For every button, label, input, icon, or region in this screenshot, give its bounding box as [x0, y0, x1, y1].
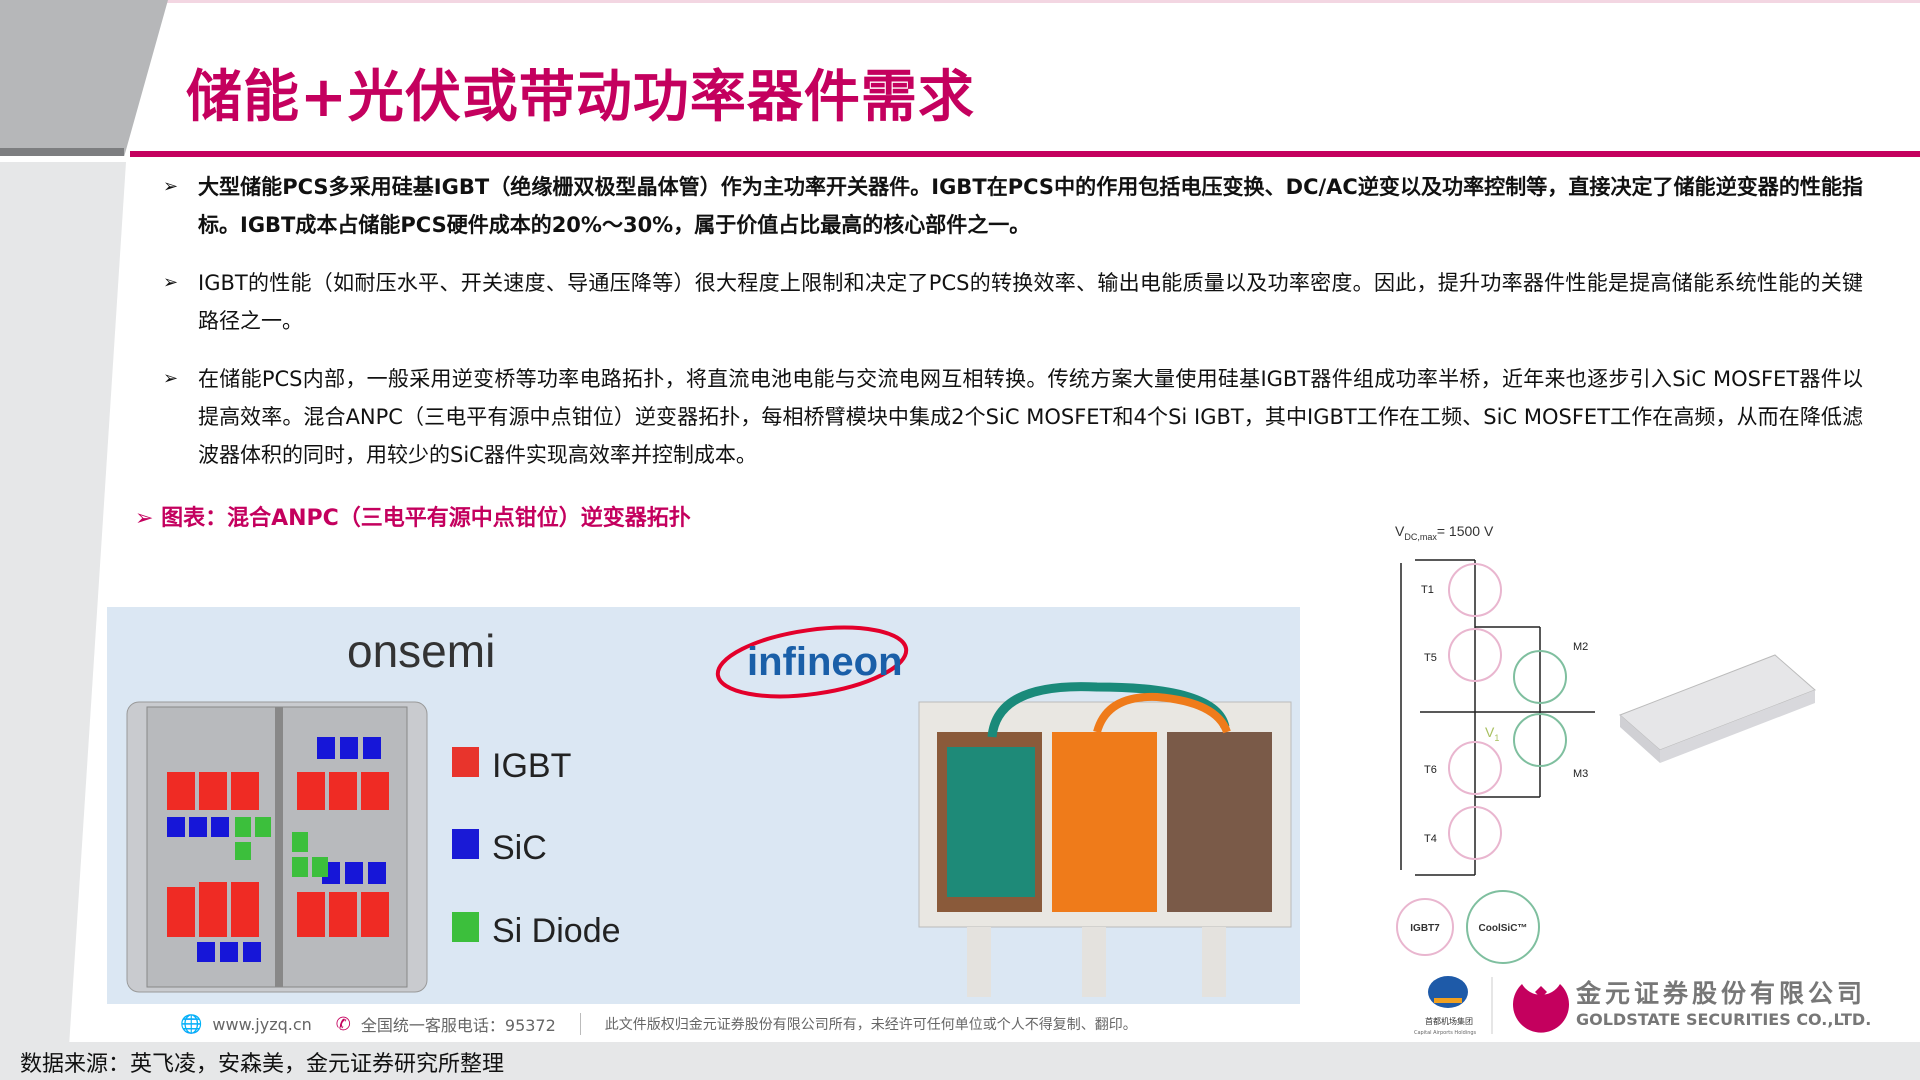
- corner-decoration-shadow: [0, 148, 124, 156]
- switch-t6: [1448, 741, 1502, 795]
- phone-icon: ✆: [335, 1013, 351, 1035]
- svg-text:IGBT: IGBT: [492, 747, 571, 785]
- figure-caption: ➢ 图表：混合ANPC（三电平有源中点钳位）逆变器拓扑: [135, 506, 691, 531]
- logo-icons: 首都机场集团 Capital Airports Holdings: [1414, 976, 1569, 1036]
- vdc-label: VDC,max= 1500 V: [1395, 523, 1494, 542]
- infineon-module-image: [918, 682, 1292, 997]
- company-name-cn: 金元证券股份有限公司: [1576, 979, 1867, 1008]
- v1-label: V1: [1485, 724, 1499, 743]
- svg-text:Si Diode: Si Diode: [492, 912, 621, 950]
- onsemi-logo: onsemi: [347, 625, 495, 677]
- bullet-text: 在储能PCS内部，一般采用逆变桥等功率电路拓扑，将直流电池电能与交流电网互相转换…: [198, 367, 1863, 467]
- switch-m2: [1513, 650, 1567, 704]
- switch-t5: [1448, 628, 1502, 682]
- legend-igbt7: IGBT7: [1410, 923, 1440, 934]
- svg-text:SiC: SiC: [492, 829, 547, 867]
- module-illustration: onsemi IGBT: [126, 625, 1292, 997]
- page-title: 储能+光伏或带动功率器件需求: [186, 65, 975, 130]
- svg-text:Capital Airports Holdings: Capital Airports Holdings: [1414, 1030, 1477, 1036]
- source-band: [0, 1042, 1920, 1080]
- capital-airports-logo: 首都机场集团 Capital Airports Holdings: [1414, 976, 1477, 1036]
- bullet-arrow-icon: ➢: [163, 176, 179, 197]
- legend-igbt: IGBT: [452, 747, 571, 785]
- bullet-1: ➢ 大型储能PCS多采用硅基IGBT（绝缘栅双极型晶体管）作为主功率开关器件。I…: [163, 168, 1863, 244]
- anpc-circuit-diagram: VDC,max= 1500 V T1 T5 T6 T4 M2 M3 V1: [1385, 515, 1865, 969]
- legend-coolsic: CoolSiC™: [1479, 923, 1528, 934]
- infineon-logo: infineon: [715, 625, 909, 699]
- bullet-arrow-icon: ➢: [163, 368, 179, 389]
- switch-t4: [1448, 806, 1502, 860]
- hotline-text: 全国统一客服电话：95372: [360, 1016, 556, 1035]
- bullet-arrow-icon: ➢: [163, 272, 179, 293]
- website-link[interactable]: www.jyzq.cn: [212, 1014, 312, 1034]
- footer: 🌐 www.jyzq.cn ✆ 全国统一客服电话：95372 此文件版权归金元证…: [180, 1012, 1137, 1036]
- title-rule: [130, 151, 1920, 157]
- label-t6: T6: [1424, 764, 1437, 776]
- globe-icon: 🌐: [180, 1013, 203, 1035]
- bullet-text: IGBT的性能（如耐压水平、开关速度、导通压降等）很大程度上限制和决定了PCS的…: [198, 271, 1863, 333]
- label-t4: T4: [1424, 833, 1437, 845]
- bullet-2: ➢ IGBT的性能（如耐压水平、开关速度、导通压降等）很大程度上限制和决定了PC…: [163, 264, 1863, 340]
- company-name-en: GOLDSTATE SECURITIES CO.,LTD.: [1576, 1010, 1872, 1029]
- module-image-panel: onsemi IGBT: [107, 607, 1300, 1004]
- label-t5: T5: [1424, 652, 1437, 664]
- content-column: ➢ 大型储能PCS多采用硅基IGBT（绝缘栅双极型晶体管）作为主功率开关器件。I…: [135, 168, 1865, 534]
- bullet-text: 大型储能PCS多采用硅基IGBT（绝缘栅双极型晶体管）作为主功率开关器件。IGB…: [198, 175, 1863, 237]
- onsemi-module-image: [126, 701, 428, 993]
- copyright-text: 此文件版权归金元证券股份有限公司所有，未经许可任何单位或个人不得复制、翻印。: [604, 1017, 1137, 1033]
- top-line: [0, 0, 1920, 3]
- data-source: 数据来源：英飞凌，安森美，金元证券研究所整理: [20, 1052, 505, 1077]
- legend-sic: SiC: [452, 829, 547, 867]
- label-t1: T1: [1421, 584, 1434, 596]
- corner-decoration: [0, 0, 168, 156]
- company-logos: 首都机场集团 Capital Airports Holdings 金元证券股份有…: [1410, 972, 1871, 1038]
- svg-text:infineon: infineon: [747, 640, 903, 684]
- bullet-3: ➢ 在储能PCS内部，一般采用逆变桥等功率电路拓扑，将直流电池电能与交流电网互相…: [163, 360, 1863, 474]
- footer-divider: [579, 1013, 581, 1035]
- switch-t1: [1448, 563, 1502, 617]
- switch-m3: [1513, 713, 1567, 767]
- company-name-block: 金元证券股份有限公司 GOLDSTATE SECURITIES CO.,LTD.: [1576, 979, 1871, 1031]
- infineon-module-photo: [1619, 654, 1816, 763]
- svg-text:首都机场集团: 首都机场集团: [1425, 1016, 1473, 1026]
- label-m2: M2: [1573, 641, 1588, 653]
- goldstate-logo-icon: [1513, 984, 1569, 1033]
- legend-si-diode: Si Diode: [452, 912, 621, 950]
- label-m3: M3: [1573, 768, 1588, 780]
